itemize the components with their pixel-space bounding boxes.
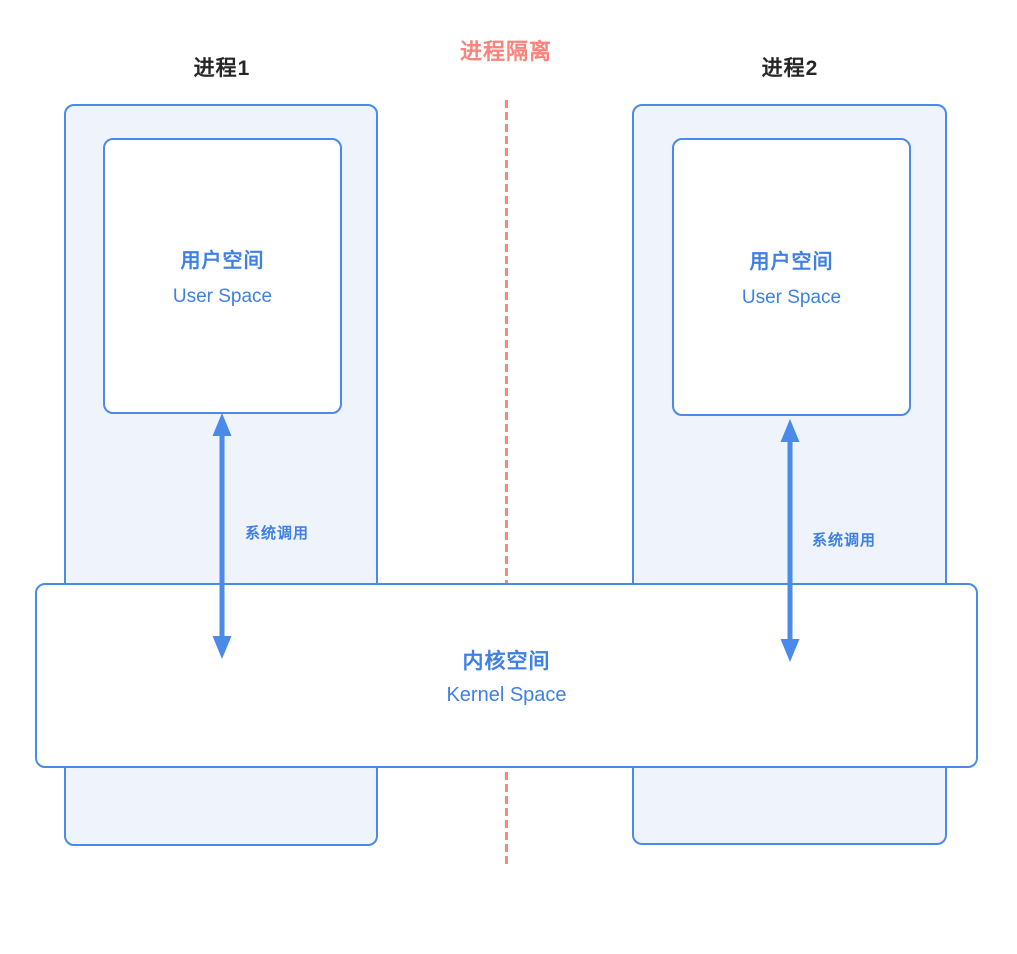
isolation-divider-dashed-line (505, 100, 508, 868)
diagram-title: 进程隔离 (459, 39, 552, 64)
process1-user-space-box: 用户空间 User Space (103, 138, 342, 414)
syscall-double-arrow-icon (212, 413, 232, 659)
process2-label: 进程2 (761, 57, 819, 80)
kernel-space-title-en: Kernel Space (446, 683, 567, 706)
process1-label: 进程1 (193, 57, 251, 80)
process2-user-space-box: 用户空间 User Space (672, 138, 911, 416)
user-space-title-en: User Space (172, 286, 273, 307)
user-space-title-zh: 用户空间 (749, 251, 834, 273)
kernel-space-title-zh: 内核空间 (462, 649, 551, 673)
process2-syscall-label: 系统调用 (812, 532, 877, 549)
kernel-space-box: 内核空间 Kernel Space (35, 583, 978, 768)
user-space-title-en: User Space (741, 287, 842, 308)
process1-syscall-label: 系统调用 (245, 525, 310, 542)
syscall-double-arrow-icon (780, 419, 800, 662)
user-space-title-zh: 用户空间 (180, 250, 265, 272)
